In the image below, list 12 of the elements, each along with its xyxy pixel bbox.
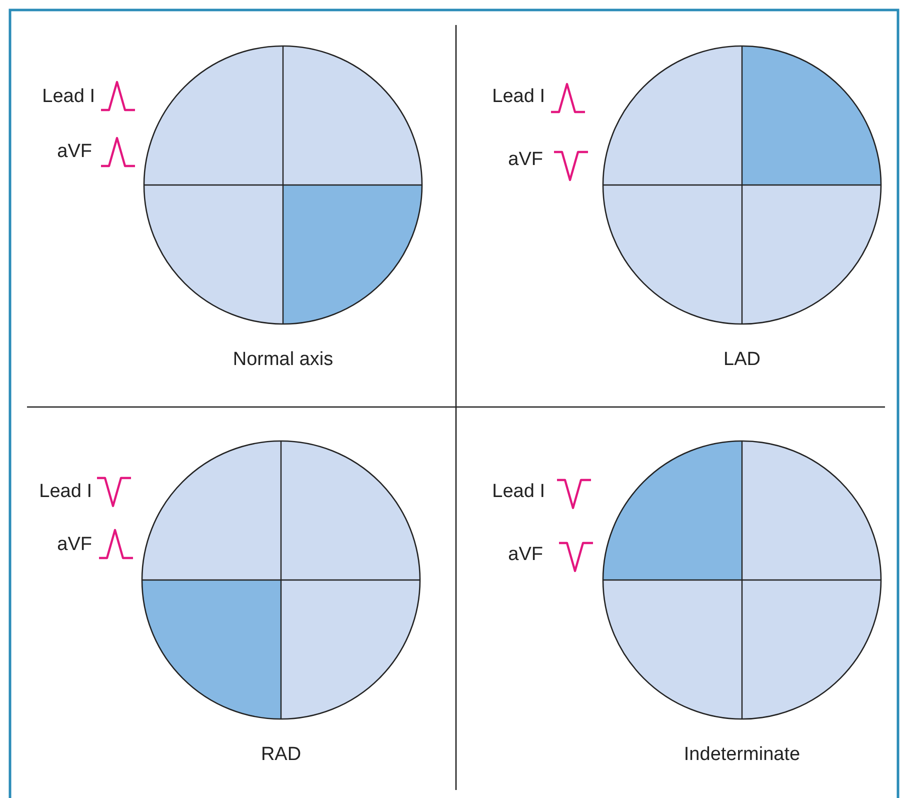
lead-label: aVF xyxy=(508,150,543,169)
lead-label: aVF xyxy=(508,545,543,564)
axis-caption: RAD xyxy=(260,745,302,764)
axis-caption: Normal axis xyxy=(232,350,334,369)
axis-caption: LAD xyxy=(724,350,760,369)
lead-label: Lead I xyxy=(492,482,545,501)
lead-label: Lead I xyxy=(492,87,545,106)
lead-label: aVF xyxy=(57,535,92,554)
lead-label: aVF xyxy=(57,142,92,161)
axis-caption: Indeterminate xyxy=(684,745,800,764)
lead-label: Lead I xyxy=(39,482,92,501)
lead-label: Lead I xyxy=(42,87,95,106)
